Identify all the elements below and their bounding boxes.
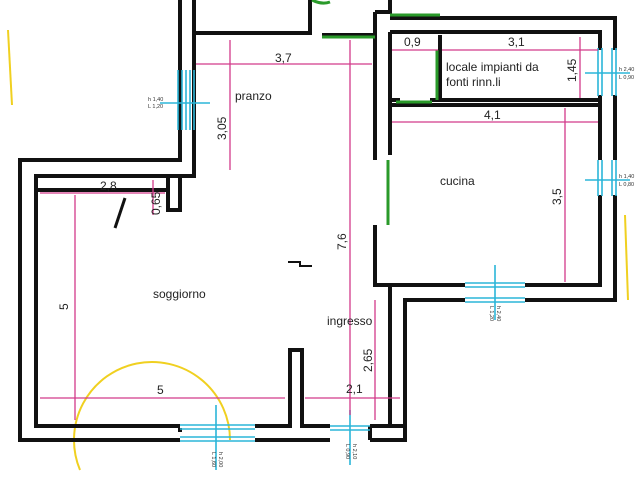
dim-central-length: 7,6 bbox=[335, 233, 349, 250]
dim-locale-depth: 1,45 bbox=[565, 58, 579, 82]
room-pranzo: pranzo bbox=[235, 89, 272, 103]
opening-label: h 1,40 bbox=[619, 174, 634, 180]
opening-label: h 2,00 bbox=[217, 452, 223, 467]
opening-label: L 0,90 bbox=[619, 75, 634, 81]
dimension-labels: 3,7 3,05 2,8 0,65 5 5 7,6 2,65 2,1 0,9 3… bbox=[57, 35, 579, 397]
opening-label: L 1,20 bbox=[488, 306, 494, 321]
room-locale-line1: locale impianti da bbox=[446, 60, 539, 74]
room-soggiorno: soggiorno bbox=[153, 287, 206, 301]
dim-pranzo-depth: 3,05 bbox=[215, 116, 229, 140]
opening-label: L 1,20 bbox=[148, 104, 163, 110]
yellow-mark bbox=[624, 214, 629, 301]
opening-label: L 1,60 bbox=[210, 452, 216, 467]
dim-locale-small: 0,9 bbox=[404, 35, 421, 49]
opening-label: h 2,10 bbox=[351, 444, 357, 459]
opening-label: h 1,40 bbox=[148, 97, 163, 103]
dim-cucina-depth: 3,5 bbox=[550, 188, 564, 205]
dim-cucina-width: 4,1 bbox=[484, 108, 501, 122]
room-ingresso: ingresso bbox=[327, 314, 373, 328]
windows bbox=[160, 48, 630, 470]
dim-locale-width: 3,1 bbox=[508, 35, 525, 49]
room-labels: pranzo soggiorno ingresso cucina locale … bbox=[153, 60, 539, 328]
dim-ingresso-width: 2,1 bbox=[346, 382, 363, 396]
opening-label: h 2,40 bbox=[619, 67, 634, 73]
dimension-lines bbox=[40, 37, 598, 420]
opening-label: h 2,40 bbox=[495, 306, 501, 321]
dim-soggiorno-height: 5 bbox=[57, 303, 71, 310]
door-swing-arc bbox=[73, 361, 231, 471]
dim-soggiorno-notch: 0,65 bbox=[149, 191, 163, 215]
dim-soggiorno-width: 5 bbox=[157, 383, 164, 397]
opening-labels: h 1,40 L 1,20 h 2,40 L 0,90 h 1,40 L 0,8… bbox=[148, 67, 634, 467]
opening-label: L 0,90 bbox=[344, 444, 350, 459]
room-cucina: cucina bbox=[440, 174, 475, 188]
dim-pranzo-width: 3,7 bbox=[275, 51, 292, 65]
room-locale-line2: fonti rinn.li bbox=[446, 75, 501, 89]
opening-label: L 0,80 bbox=[619, 182, 634, 188]
dim-ingresso-height: 2,65 bbox=[361, 348, 375, 372]
dim-soggiorno-top: 2,8 bbox=[100, 179, 117, 193]
doors bbox=[311, 0, 440, 225]
yellow-mark bbox=[7, 29, 13, 106]
